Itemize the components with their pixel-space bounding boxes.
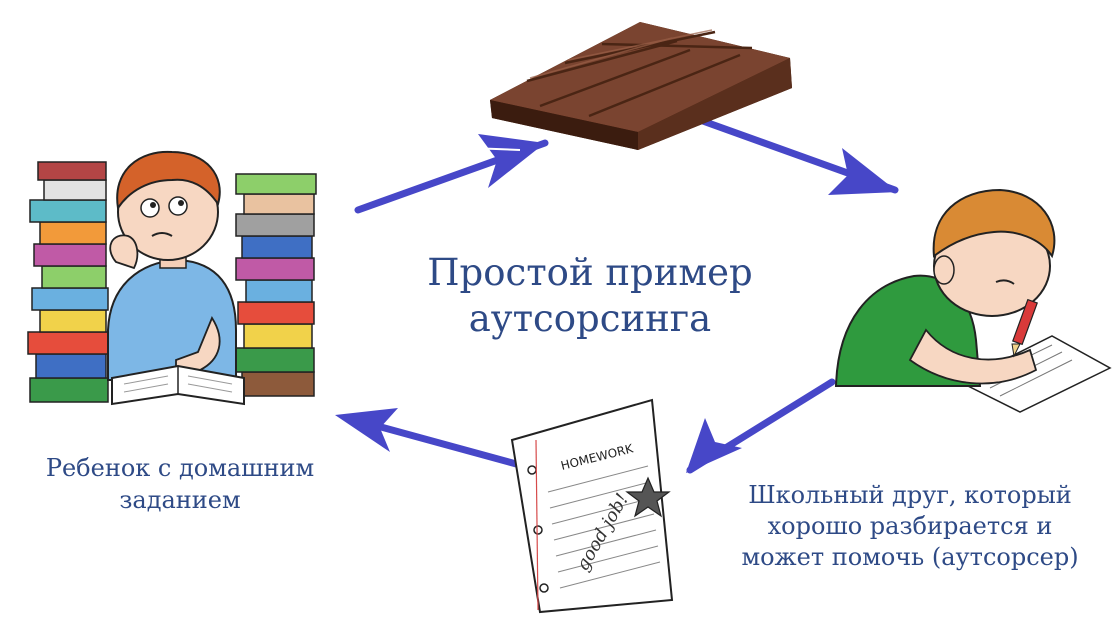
child-with-books-icon xyxy=(27,150,317,406)
title-line-2: аутсорсинга xyxy=(468,297,712,340)
friend-writing-icon xyxy=(834,188,1112,413)
arrow-sheet-to-child xyxy=(335,408,524,469)
friend-caption-line-1: Школьный друг, который xyxy=(748,481,1072,509)
friend-caption: Школьный друг, который хорошо разбираетс… xyxy=(700,480,1120,573)
diagram-title: Простой пример аутсорсинга xyxy=(380,250,800,342)
arrow-friend-to-sheet xyxy=(686,378,836,474)
chocolate-bar-icon xyxy=(490,22,792,150)
homework-sheet-icon: HOMEWORK good job! xyxy=(510,398,674,614)
friend-caption-line-2: хорошо разбирается и xyxy=(767,512,1053,540)
child-caption-line-1: Ребенок с домашним xyxy=(45,454,315,482)
child-caption-line-2: заданием xyxy=(119,486,241,514)
friend-caption-line-3: может помочь (аутсорсер) xyxy=(741,543,1079,571)
title-line-1: Простой пример xyxy=(427,251,753,294)
arrow-child-to-chocolate xyxy=(354,134,549,214)
arrow-chocolate-to-friend xyxy=(696,116,899,195)
child-caption: Ребенок с домашним заданием xyxy=(0,452,360,516)
